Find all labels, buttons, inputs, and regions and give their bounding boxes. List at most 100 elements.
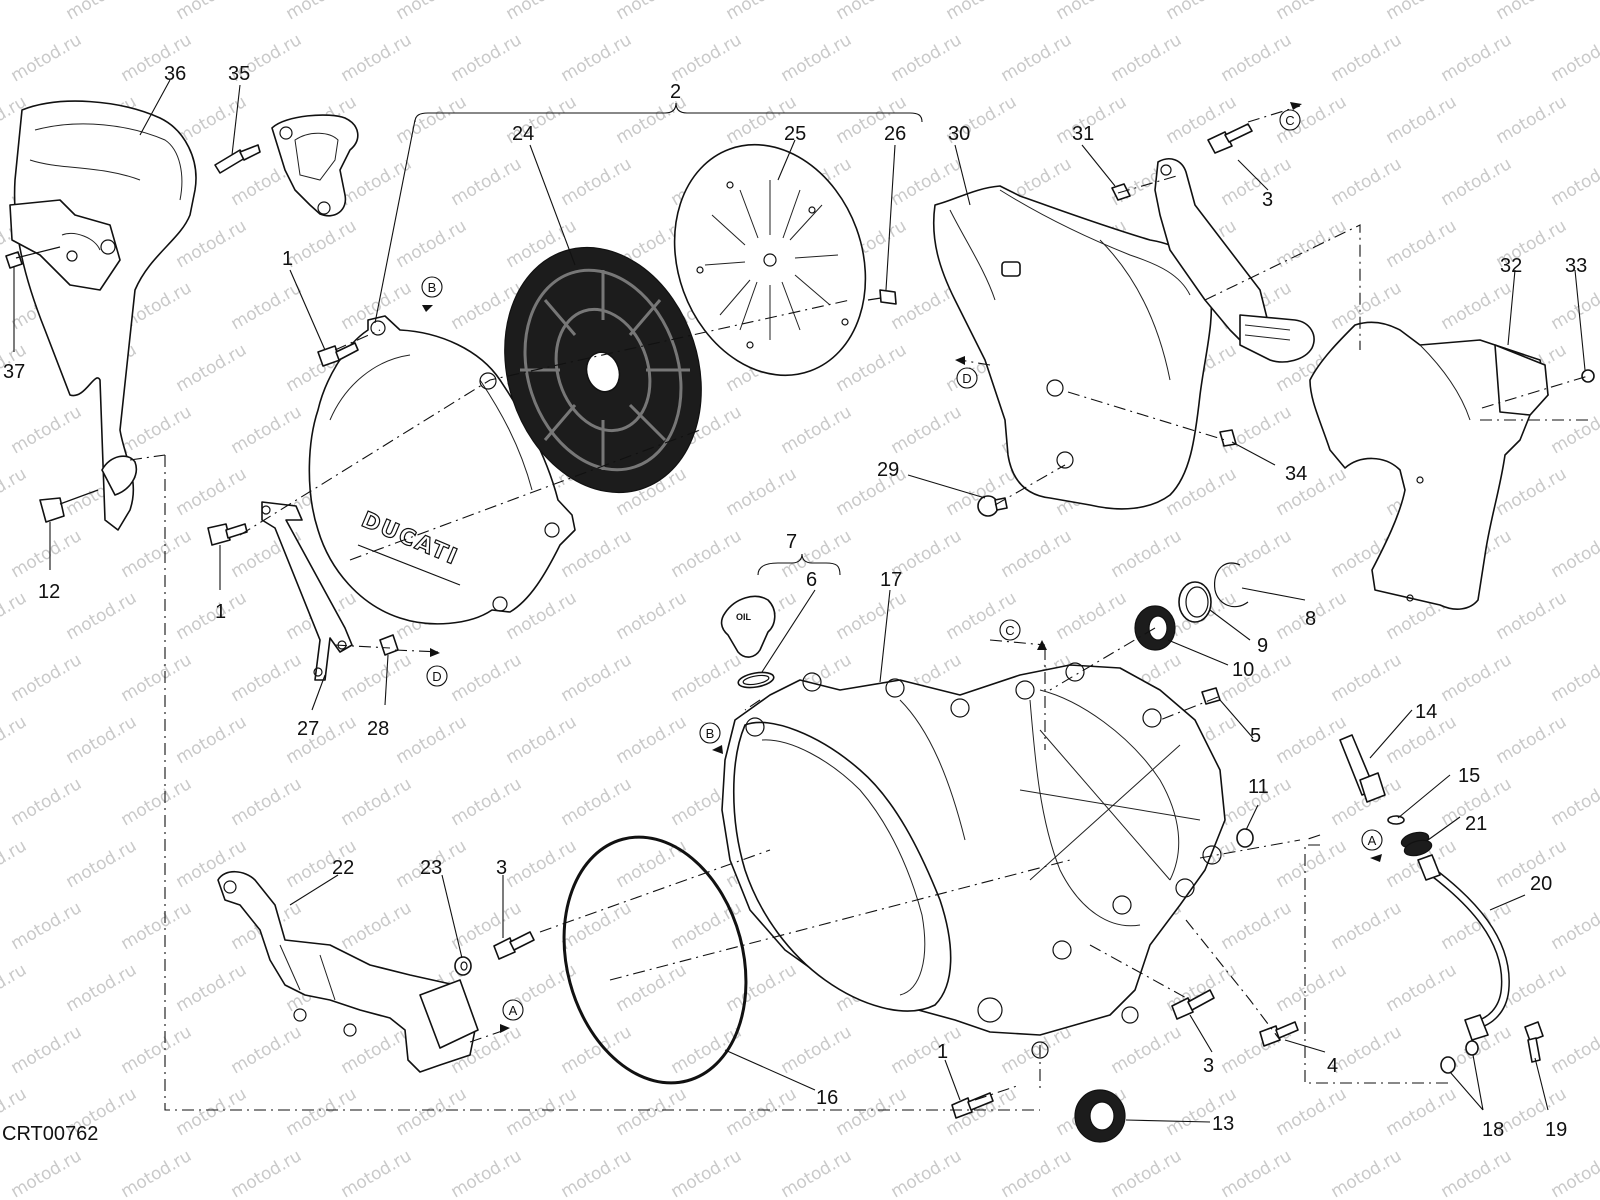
watermark-text: motod.ru	[668, 30, 746, 86]
watermark-text: motod.ru	[173, 464, 251, 520]
svg-text:D: D	[962, 371, 971, 386]
ref-mark-c-top: C	[1279, 109, 1301, 131]
watermark-text: motod.ru	[173, 0, 251, 24]
callout-35: 35	[228, 63, 250, 85]
ref-mark-a-bottom: A	[502, 999, 524, 1021]
watermark-text: motod.ru	[393, 712, 471, 768]
watermark-text: motod.ru	[668, 526, 746, 582]
watermark-text: motod.ru	[613, 960, 691, 1016]
callout-34: 34	[1285, 463, 1307, 485]
watermark-text: motod.ru	[0, 588, 30, 644]
watermark-text: motod.ru	[1438, 650, 1516, 706]
watermark-text: motod.ru	[228, 650, 306, 706]
callout-25: 25	[784, 123, 806, 145]
watermark-text: motod.ru	[118, 526, 196, 582]
callout-12: 12	[38, 581, 60, 603]
callout-32: 32	[1500, 255, 1522, 277]
watermark-text: motod.ru	[0, 960, 30, 1016]
callout-20: 20	[1530, 873, 1552, 895]
callout-26: 26	[884, 123, 906, 145]
watermark-text: motod.ru	[1438, 30, 1516, 86]
watermark-text: motod.ru	[1383, 960, 1461, 1016]
callout-29: 29	[877, 459, 899, 481]
callout-14: 14	[1415, 701, 1437, 723]
oil-cap-label: OIL	[736, 612, 752, 622]
callout-5: 5	[1250, 725, 1261, 747]
part-3-bolt-top	[1207, 123, 1253, 154]
callout-16: 16	[816, 1087, 838, 1109]
watermark-text: motod.ru	[1383, 0, 1461, 24]
callout-10: 10	[1232, 659, 1254, 681]
watermark-text: motod.ru	[338, 1146, 416, 1200]
callout-22: 22	[332, 857, 354, 879]
part-31-bracket	[1154, 158, 1315, 363]
watermark-text: motod.ru	[173, 340, 251, 396]
callout-6: 6	[806, 569, 817, 591]
watermark-text: motod.ru	[1328, 898, 1406, 954]
watermark-text: motod.ru	[8, 1146, 86, 1200]
watermark-text: motod.ru	[1053, 0, 1131, 24]
watermark-text: motod.ru	[558, 30, 636, 86]
part-5-dowel	[1201, 687, 1221, 705]
leader-lines	[13, 79, 1586, 1123]
brace-7	[757, 553, 841, 576]
watermark-text: motod.ru	[1328, 1022, 1406, 1078]
part-8-circlip	[1213, 562, 1249, 608]
watermark-text: motod.ru	[613, 836, 691, 892]
part-24-friction-disc	[504, 246, 702, 494]
part-21-grommet	[1400, 831, 1433, 857]
watermark-text: motod.ru	[558, 1022, 636, 1078]
watermark-text: motod.ru	[1163, 0, 1241, 24]
watermark-text: motod.ru	[668, 1022, 746, 1078]
watermark-text: motod.ru	[63, 960, 141, 1016]
watermark-text: motod.ru	[1548, 898, 1600, 954]
svg-text:C: C	[1005, 623, 1014, 638]
part-1-bolt-bottom	[951, 1092, 994, 1119]
part-36-guard	[9, 100, 197, 531]
ref-mark-b-mid: B	[699, 722, 721, 744]
part-32-guard	[1309, 321, 1549, 610]
callout-11: 11	[1248, 776, 1269, 798]
watermark-text: motod.ru	[393, 216, 471, 272]
part-20-pipe	[1417, 854, 1510, 1041]
callout-37: 37	[3, 361, 25, 383]
brace-2	[414, 102, 923, 123]
watermark-text: motod.ru	[1493, 0, 1571, 24]
watermark-text: motod.ru	[393, 1084, 471, 1140]
callout-13: 13	[1212, 1113, 1234, 1135]
watermark-text: motod.ru	[558, 774, 636, 830]
part-6-oring	[737, 671, 775, 689]
watermark-text: motod.ru	[1218, 1146, 1296, 1200]
callout-17: 17	[880, 569, 902, 591]
watermark-text: motod.ru	[1328, 650, 1406, 706]
watermark-text: motod.ru	[118, 402, 196, 458]
watermark-text: motod.ru	[228, 1146, 306, 1200]
watermark-text: motod.ru	[118, 1146, 196, 1200]
watermark-text: motod.ru	[8, 402, 86, 458]
callout-27: 27	[297, 718, 319, 740]
watermark-text: motod.ru	[8, 1022, 86, 1078]
watermark-text: motod.ru	[228, 402, 306, 458]
callout-28: 28	[367, 718, 389, 740]
part-12-screw	[39, 489, 99, 523]
callout-31: 31	[1072, 123, 1094, 145]
watermark-text: motod.ru	[173, 712, 251, 768]
watermark-text: motod.ru	[833, 588, 911, 644]
watermark-text: motod.ru	[1548, 402, 1600, 458]
watermark-text: motod.ru	[283, 0, 361, 24]
part-13-seal	[1074, 1089, 1126, 1143]
ref-mark-d-left: D	[426, 665, 448, 687]
svg-text:B: B	[428, 280, 437, 295]
watermark-text: motod.ru	[338, 30, 416, 86]
watermark-text: motod.ru	[63, 0, 141, 24]
watermark-text: motod.ru	[338, 650, 416, 706]
part-25-pressure-plate	[673, 143, 867, 377]
watermark-text: motod.ru	[63, 836, 141, 892]
callout-1-bottom: 1	[937, 1041, 948, 1063]
callout-3-mid: 3	[496, 857, 507, 879]
watermark-text: motod.ru	[1218, 30, 1296, 86]
watermark-text: motod.ru	[888, 30, 966, 86]
watermark-text: motod.ru	[338, 154, 416, 210]
ref-mark-d-right: D	[956, 367, 978, 389]
watermark-text: motod.ru	[723, 464, 801, 520]
